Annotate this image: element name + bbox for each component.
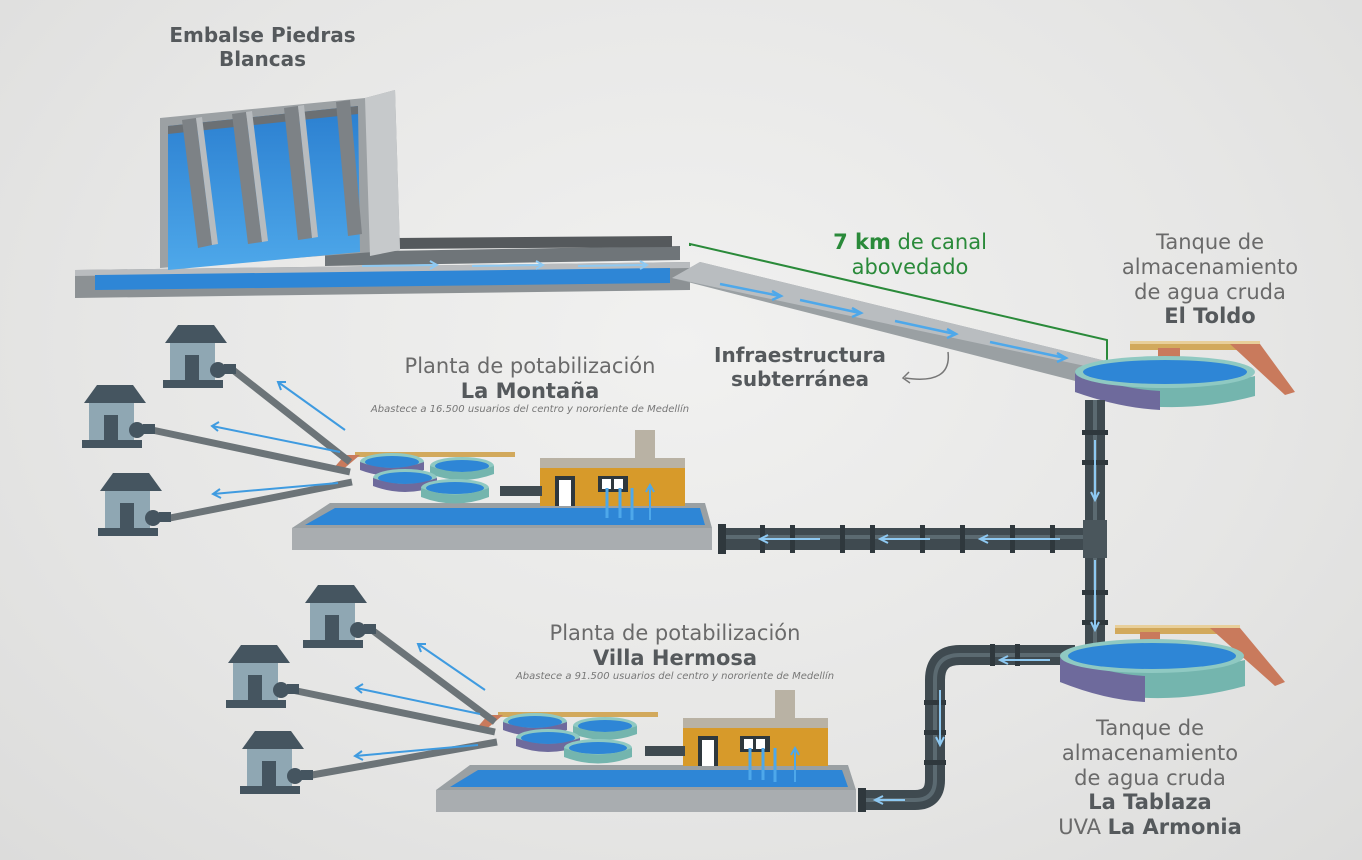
tank-toldo-line3: de agua cruda: [1134, 279, 1286, 304]
canal: [672, 242, 1110, 386]
house-icon: [163, 325, 236, 388]
canal-label-line2: abovedado: [851, 254, 969, 279]
underground-label-line1: Infraestructura: [714, 343, 886, 367]
tank-toldo-line2: almacenamiento: [1121, 254, 1299, 279]
plant-villa-hermosa: [226, 585, 856, 812]
plant-montana-name: La Montaña: [460, 378, 600, 403]
tank-tablaza-name: La Tablaza: [1088, 790, 1212, 815]
underground-label: Infraestructura subterránea: [690, 343, 910, 391]
plant-villa-title: Planta de potabilización: [549, 621, 801, 645]
canal-label-rest: de canal: [890, 230, 987, 254]
tank-tablaza-prefix: UVA: [1058, 815, 1108, 840]
plant-la-montana: [82, 325, 712, 550]
house-icon: [303, 585, 376, 648]
house-icon: [82, 385, 155, 448]
tank-toldo-line1: Tanque de: [1155, 230, 1264, 254]
tank-icon: [1060, 625, 1285, 702]
canal-label: 7 km de canal abovedado: [815, 230, 1005, 280]
house-icon: [240, 731, 313, 794]
tank-tablaza-name2: La Armonia: [1107, 815, 1242, 840]
plant-villa-label: Planta de potabilización Villa Hermosa A…: [480, 621, 870, 682]
plant-montana-label: Planta de potabilización La Montaña Abas…: [345, 354, 715, 415]
reservoir-label-line1: Embalse Piedras: [169, 23, 356, 47]
pipe-network: [718, 400, 1108, 812]
house-icon: [98, 473, 171, 536]
plant-villa-note: Abastece a 91.500 usuarios del centro y …: [515, 670, 835, 682]
tank-el-toldo-label: Tanque de almacenamiento de agua cruda E…: [1100, 230, 1320, 329]
plant-montana-note: Abastece a 16.500 usuarios del centro y …: [370, 403, 690, 415]
tank-icon: [332, 452, 515, 504]
tank-la-tablaza-label: Tanque de almacenamiento de agua cruda L…: [1040, 716, 1260, 840]
reservoir-label-line2: Blancas: [218, 46, 307, 71]
tank-tablaza-line2: almacenamiento: [1061, 740, 1239, 765]
tank-tablaza-line1: Tanque de: [1095, 716, 1204, 740]
house-icon: [226, 645, 299, 708]
plant-montana-title: Planta de potabilización: [404, 354, 656, 378]
plant-villa-name: Villa Hermosa: [592, 645, 758, 670]
reservoir-label: Embalse Piedras Blancas: [150, 23, 375, 71]
canal-distance: 7 km: [833, 230, 891, 254]
tank-toldo-name: El Toldo: [1164, 304, 1256, 329]
dam-icon: [75, 90, 690, 298]
tank-icon: [1075, 341, 1295, 410]
tank-tablaza-line3: de agua cruda: [1074, 765, 1226, 790]
tank-icon: [475, 712, 658, 764]
plant-building-icon: [540, 430, 685, 520]
plant-building-icon: [683, 690, 828, 782]
underground-label-line2: subterránea: [730, 366, 870, 391]
